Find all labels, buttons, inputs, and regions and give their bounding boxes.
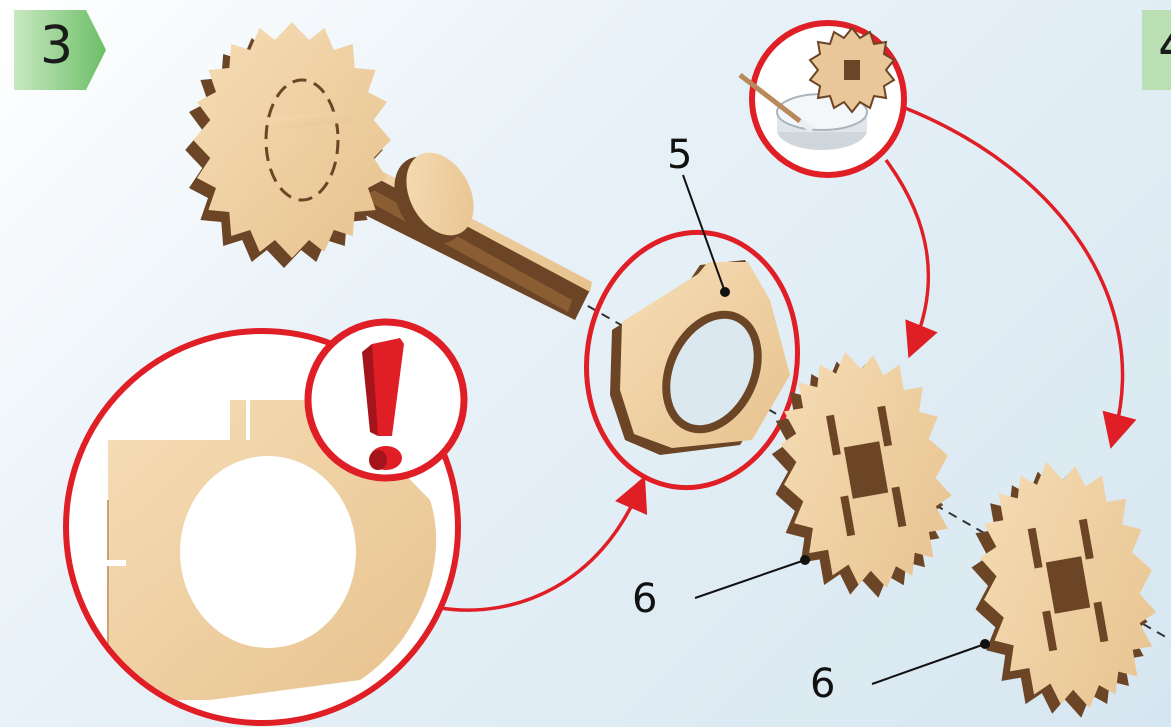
axle-gear-assembly — [185, 22, 592, 320]
callout-label-6b: 6 — [810, 662, 835, 706]
arrow-glue-to-gear-a — [886, 160, 928, 342]
leader-line-6b — [872, 644, 985, 684]
arrow-glue-to-gear-b — [905, 108, 1123, 432]
callout-label-6a: 6 — [632, 577, 657, 621]
ring-part-5 — [610, 260, 790, 455]
arrow-zoom-to-ring — [440, 492, 638, 610]
gear-part-6b — [952, 447, 1171, 727]
warning-callout — [308, 322, 464, 478]
glue-detail-callout — [740, 23, 904, 175]
leader-line-6a — [695, 560, 805, 598]
callout-label-5: 5 — [667, 133, 692, 177]
